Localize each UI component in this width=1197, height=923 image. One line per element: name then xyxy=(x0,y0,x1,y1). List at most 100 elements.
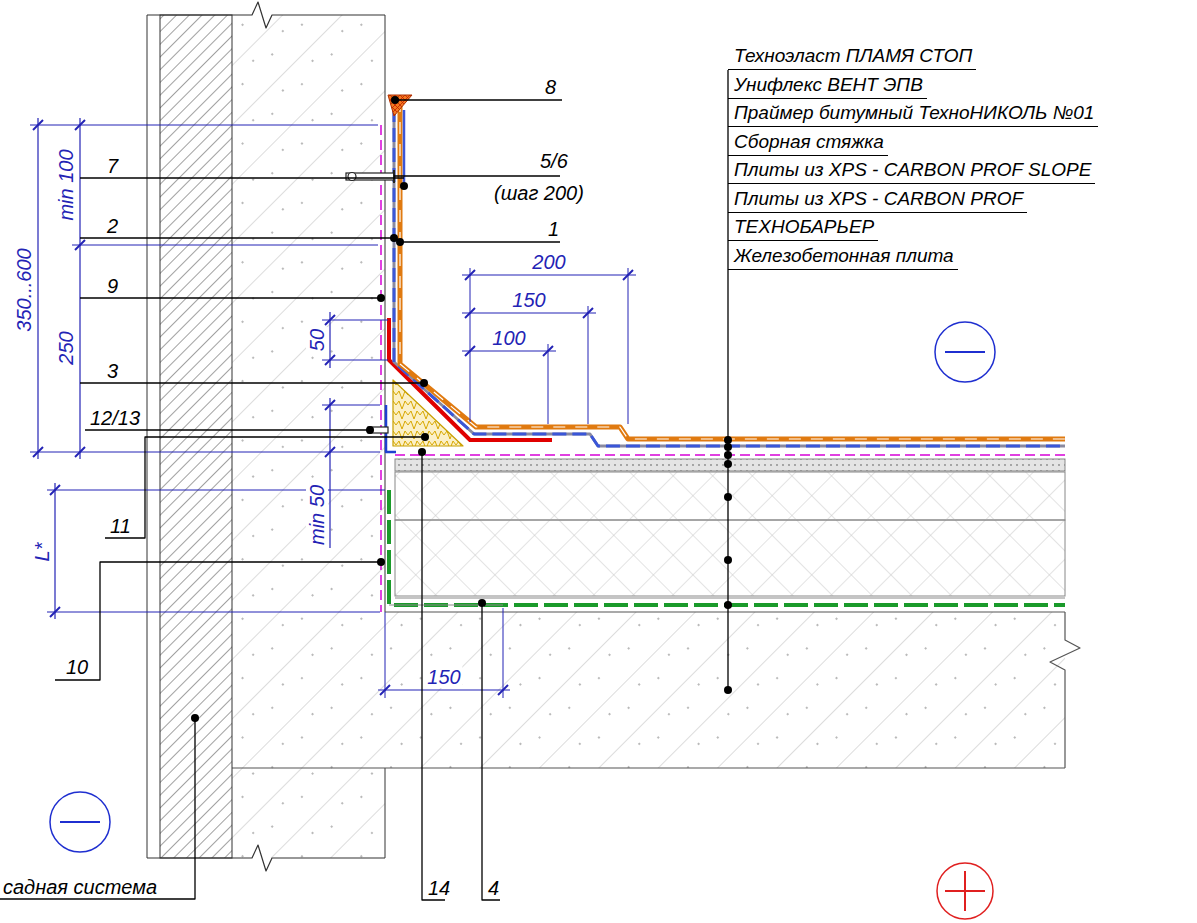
leader-line xyxy=(394,175,560,176)
dimension-value: 250 xyxy=(55,329,77,366)
dimension-value: 350...600 xyxy=(13,246,35,333)
callout-number: 11 xyxy=(110,515,131,537)
leader-dot xyxy=(724,686,732,694)
dimension-tick xyxy=(325,315,335,325)
dimension-tick xyxy=(33,447,43,457)
layer-label: Унифлекс ВЕНТ ЭПВ xyxy=(728,74,927,99)
sign-circle xyxy=(937,863,993,919)
screed xyxy=(395,459,1065,471)
leader-dot xyxy=(400,182,408,190)
sign-circle xyxy=(50,792,110,852)
sign-circle xyxy=(935,322,995,382)
dimension-tick xyxy=(75,240,85,250)
callout-number: 4 xyxy=(488,877,499,899)
dimension-tick xyxy=(583,308,593,318)
leader-line xyxy=(85,429,370,430)
slab-edge xyxy=(385,611,1065,612)
leader-dot xyxy=(478,599,486,607)
fastener-head xyxy=(348,173,356,181)
callout-number: 9 xyxy=(107,275,118,297)
top-layer-dash xyxy=(400,100,1065,439)
callout-number: 2 xyxy=(107,215,118,237)
layer-label: Плиты из XPS - CARBON PROF xyxy=(728,188,1027,213)
extension-line xyxy=(30,452,380,453)
leader-dot xyxy=(377,294,385,302)
minus-sign xyxy=(945,351,985,353)
top-layer xyxy=(400,100,1065,439)
dimension-value: min 100 xyxy=(55,147,77,222)
dimension-value: 150 xyxy=(510,289,547,311)
extension-line xyxy=(503,608,504,698)
dimension-value: 100 xyxy=(490,327,527,349)
dimension-line xyxy=(37,118,38,459)
dimension-tick xyxy=(498,685,508,695)
layer-line xyxy=(389,605,503,606)
leader-line xyxy=(80,297,381,298)
extension-line xyxy=(47,490,385,491)
dimension-line xyxy=(54,483,55,619)
minus-sign xyxy=(60,821,100,823)
leader-line xyxy=(482,603,500,900)
leader-dot xyxy=(724,451,732,459)
dimension-value: 150 xyxy=(425,666,462,688)
xps-board xyxy=(395,520,1065,596)
layer-label: Праймер битумный ТехноНИКОЛЬ №01 xyxy=(728,102,1098,127)
dimension-value: min 50 xyxy=(306,483,328,547)
dimension-value: L* xyxy=(31,541,53,564)
slab-edge xyxy=(232,767,1065,768)
extension-line xyxy=(548,344,549,424)
callout-number: 10 xyxy=(66,656,88,678)
leader-dot xyxy=(724,601,732,609)
callout-number: 8 xyxy=(545,76,556,98)
dimension-tick xyxy=(465,346,475,356)
leader-line xyxy=(0,718,195,899)
dimension-tick xyxy=(75,447,85,457)
leader-dot xyxy=(724,460,732,468)
dimension-tick xyxy=(380,685,390,695)
dimension-tick xyxy=(465,308,475,318)
extension-line xyxy=(72,245,378,246)
leader-dot xyxy=(418,448,426,456)
plus-sign xyxy=(964,871,966,911)
extension-line xyxy=(47,612,380,613)
break-line xyxy=(1050,612,1080,768)
extension-line xyxy=(385,612,386,698)
callout-number: 5/6 xyxy=(540,150,568,172)
callout-number: 3 xyxy=(107,360,118,382)
leader-dot xyxy=(191,714,199,722)
leader-line xyxy=(55,562,381,680)
leader-dot xyxy=(724,443,732,451)
dimension-tick xyxy=(543,346,553,356)
leader-dot xyxy=(724,493,732,501)
dimension-tick xyxy=(325,355,335,365)
pressure-strip xyxy=(403,110,406,182)
leader-dot xyxy=(391,96,399,104)
callout-number: садная система xyxy=(3,876,157,898)
extension-line xyxy=(322,360,388,361)
dimension-tick xyxy=(75,120,85,130)
callout-number: 12/13 xyxy=(90,407,140,429)
leader-dot xyxy=(421,433,429,441)
leader-dot xyxy=(420,379,428,387)
wall-face xyxy=(384,768,385,858)
dimension-line xyxy=(79,118,80,459)
primer-layer xyxy=(380,125,382,612)
leader-line xyxy=(400,241,560,242)
dimension-value: 50 xyxy=(306,327,328,353)
dimension-line xyxy=(329,398,330,548)
leader-line xyxy=(80,237,394,238)
dimension-line xyxy=(462,274,636,275)
layer-label: Сборная стяжка xyxy=(728,131,888,156)
xps-slope-board xyxy=(395,472,1065,520)
layer-label: Техноэласт ПЛАМЯ СТОП xyxy=(728,45,976,70)
leader-dot xyxy=(724,556,732,564)
dimension-tick xyxy=(50,485,60,495)
extension-line xyxy=(470,268,471,422)
extension-line xyxy=(588,306,589,424)
dimension-line xyxy=(378,689,510,690)
layer-line xyxy=(395,598,1065,599)
callout-number: 7 xyxy=(107,155,118,177)
dimension-value: 200 xyxy=(530,251,567,273)
